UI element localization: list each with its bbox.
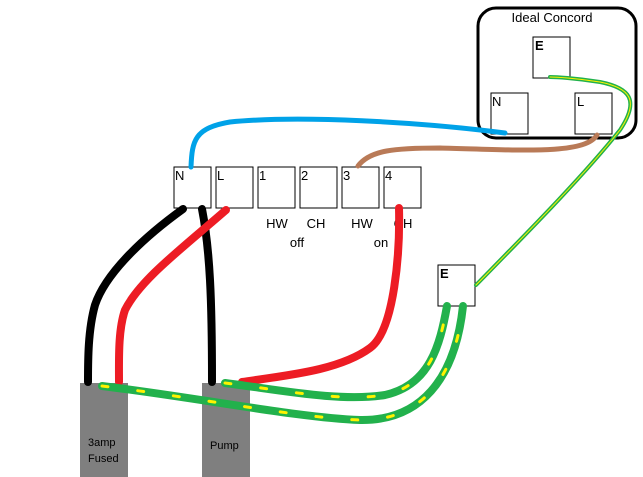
boiler-terminal-earth-label: E [535,38,544,53]
terminal-n-label: N [175,168,184,183]
pump [202,383,250,477]
wire-neutral-to-boiler [188,116,508,170]
wiring-centre: N L 1 2 3 4 HW CH HW CH off on [173,166,422,250]
terminal-4-label: 4 [385,168,392,183]
wire-earth-pump [221,302,451,402]
fused-spur-label-line2: Fused [88,453,119,465]
terminal-1 [257,166,296,209]
terminal-2-label: 2 [301,168,308,183]
state-label-off: off [290,235,305,250]
wire-earth-fused-spur [98,302,467,425]
earth-wires [98,75,633,425]
terminal-3 [341,166,380,209]
boiler-title: Ideal Concord [512,10,593,25]
earth-block [437,264,476,307]
function-label-ch-2: CH [307,216,326,231]
boiler-terminal-live [574,92,613,135]
boiler-terminal-earth [532,36,571,79]
terminal-l-label: L [217,168,224,183]
wire-neutral-pump [198,205,216,386]
wire-live-pump-ch [238,204,404,386]
terminal-1-label: 1 [259,168,266,183]
terminal-l [215,166,254,209]
wire-live-fused-spur [114,206,230,386]
state-label-on: on [374,235,388,250]
terminal-n [173,166,212,209]
wire-neutral-fused-spur [84,205,187,386]
boiler-terminal-neutral [490,92,529,135]
boiler-terminal-live-label: L [577,94,584,109]
wire-earth-fused-spur-stripe [100,304,465,422]
fused-spur-label-line1: 3amp [88,437,116,449]
pump-label: Pump [210,440,239,452]
terminal-4 [383,166,422,209]
terminal-3-label: 3 [343,168,350,183]
boiler-terminal-neutral-label: N [492,94,501,109]
earth-block-label: E [440,266,449,281]
terminal-2 [299,166,338,209]
wire-switched-live-to-boiler [355,132,600,169]
function-label-hw-1: HW [266,216,288,231]
function-label-hw-3: HW [351,216,373,231]
wire-earth-to-boiler-stripe [475,76,631,286]
fused-spur [80,383,128,477]
